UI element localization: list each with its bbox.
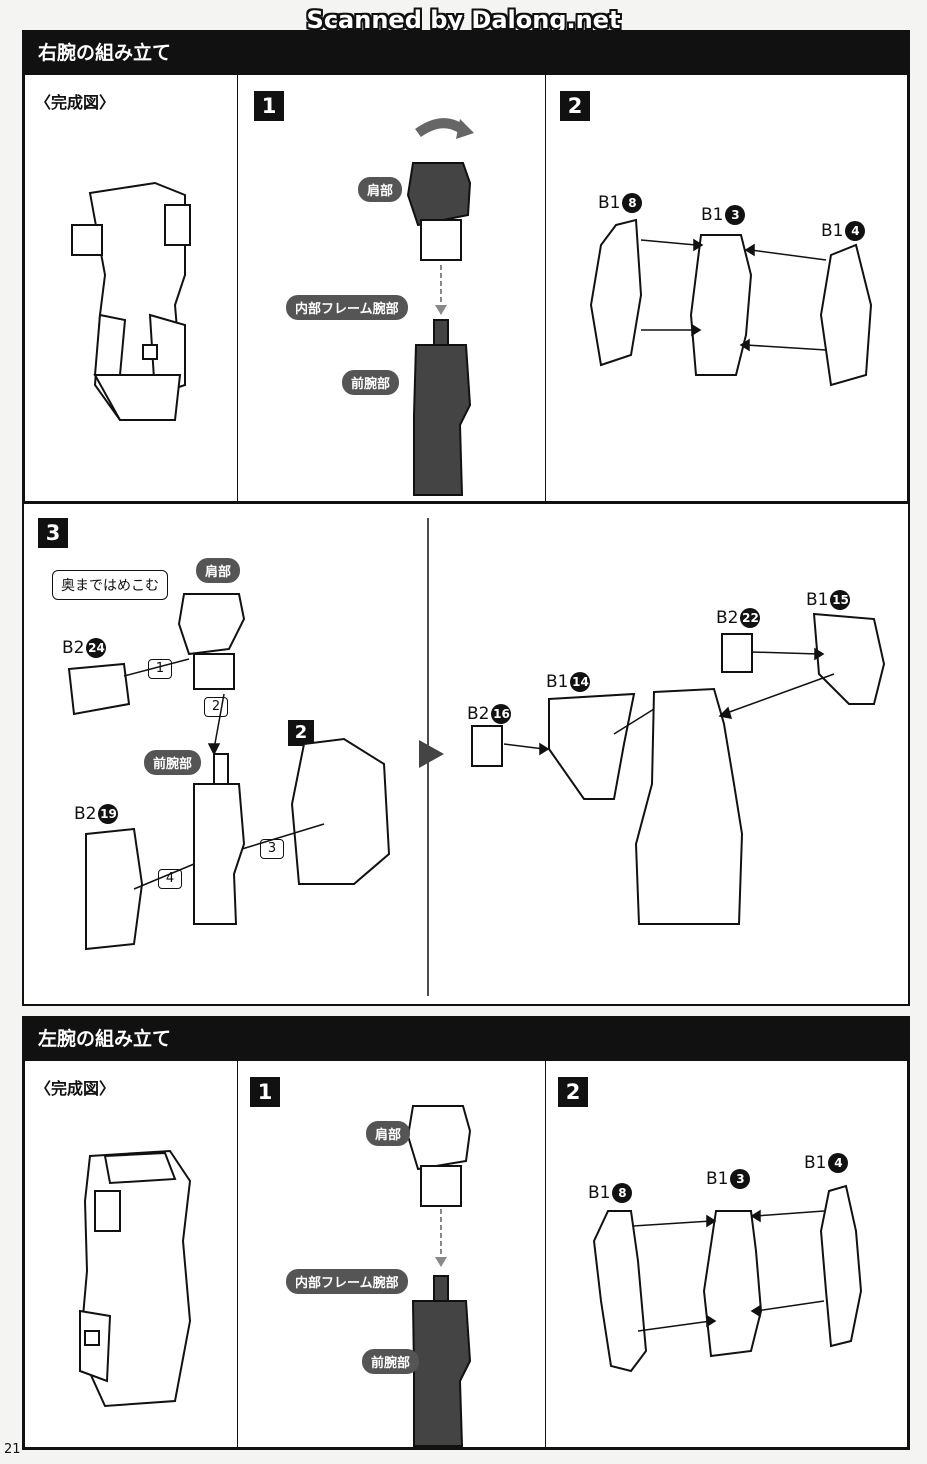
forearm-label: 前腕部 — [362, 1349, 420, 1374]
inner-frame-label: 内部フレーム腕部 — [286, 1269, 408, 1294]
step3-illustration — [67, 518, 886, 996]
left-arm-section: 左腕の組み立て 〈完成図〉 1 肩部 — [22, 1016, 910, 1450]
push-fully-callout: 奥まではめこむ — [52, 570, 168, 600]
completed-left-arm-illustration — [78, 1149, 192, 1408]
page-number: 21 — [4, 1442, 21, 1457]
forearm-label: 前腕部 — [144, 750, 202, 775]
complete-view-panel: 〈完成図〉 — [24, 1060, 238, 1448]
step-number: 1 — [250, 1077, 280, 1107]
complete-view-label: 〈完成図〉 — [35, 93, 116, 112]
next-arrow-icon — [419, 740, 444, 768]
shoulder-label: 肩部 — [196, 558, 241, 583]
complete-view-label: 〈完成図〉 — [35, 1079, 116, 1098]
section-title: 左腕の組み立て — [24, 1018, 908, 1060]
step1-illustration — [406, 1105, 472, 1447]
step-number: 2 — [560, 91, 590, 121]
step-number: 2 — [558, 1077, 588, 1107]
shoulder-label: 肩部 — [358, 177, 403, 202]
step-number: 1 — [254, 91, 284, 121]
complete-view-panel: 〈完成図〉 — [24, 74, 238, 502]
right-arm-section: 右腕の組み立て 〈完成図〉 1 — [22, 30, 910, 504]
step2-illustration — [592, 1184, 863, 1373]
rotate-arrow-icon — [415, 118, 466, 138]
scanner-watermark: Scanned by Dalong.net — [306, 6, 621, 34]
shoulder-label: 肩部 — [366, 1121, 411, 1146]
forearm-label: 前腕部 — [342, 370, 400, 395]
step2-illustration — [589, 218, 873, 387]
step1-panel: 1 肩部 内部フレーム腕部 前腕部 — [237, 74, 546, 502]
step1-illustration — [406, 118, 474, 496]
reference-step-2: 2 — [288, 720, 314, 746]
section-title: 右腕の組み立て — [24, 32, 908, 74]
step1-panel: 1 肩部 内部フレーム腕部 前腕部 — [237, 1060, 546, 1448]
inner-frame-label: 内部フレーム腕部 — [286, 295, 408, 320]
completed-right-arm-illustration — [71, 181, 191, 421]
step-number: 3 — [38, 518, 68, 548]
